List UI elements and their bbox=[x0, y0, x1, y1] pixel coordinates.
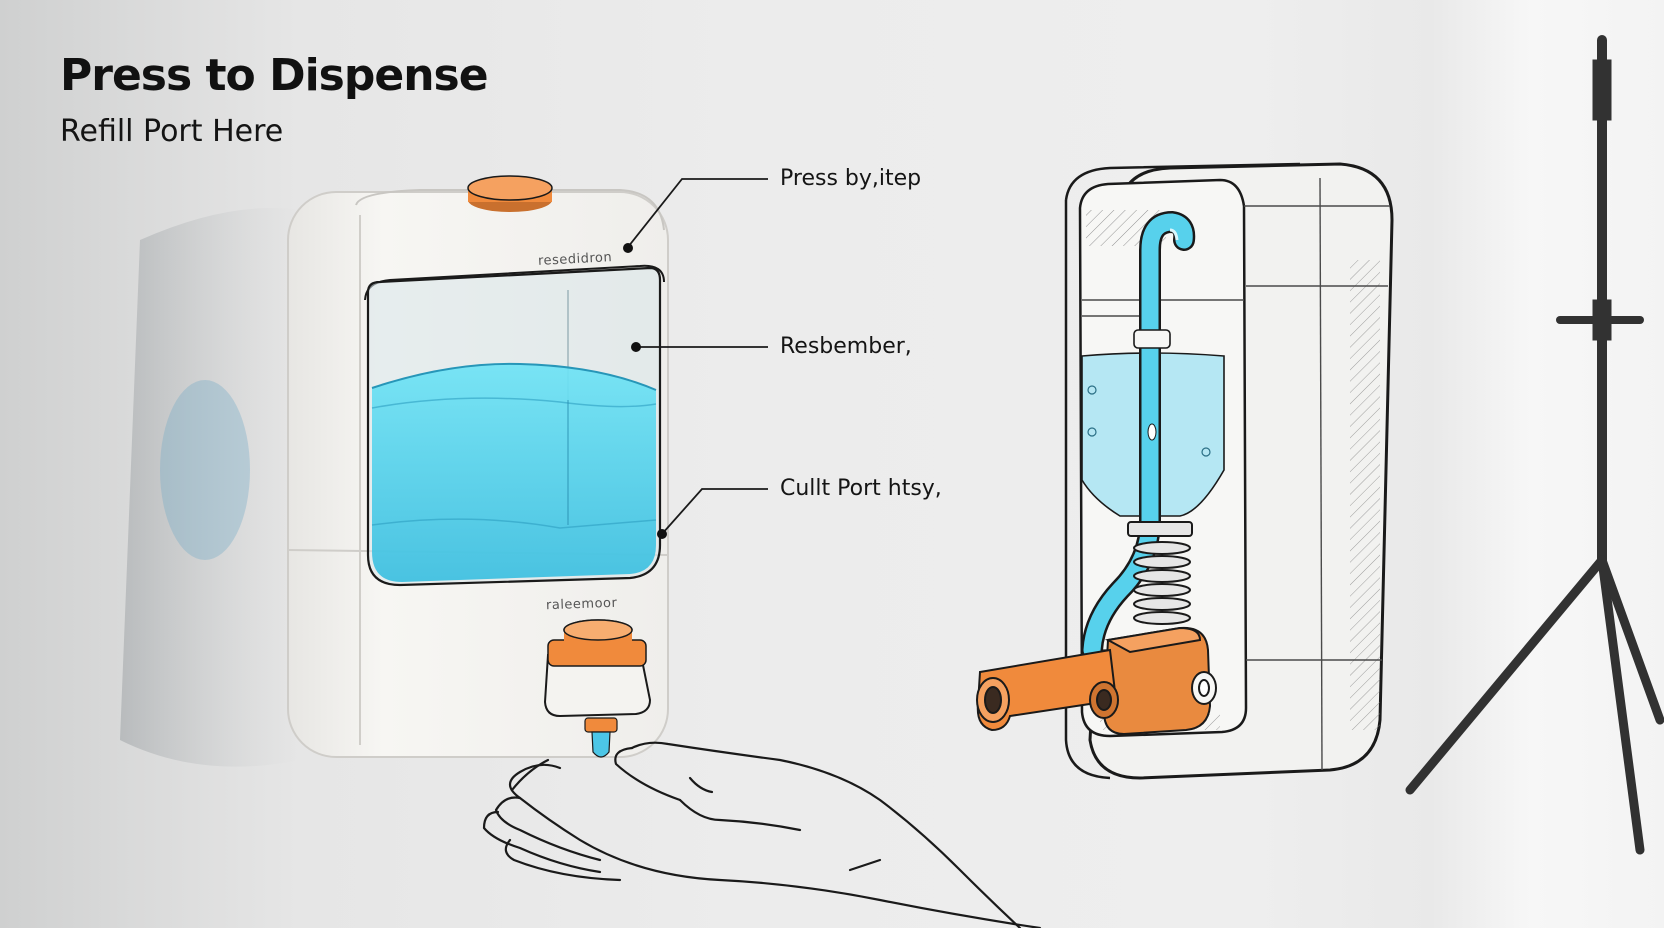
page-title: Press to Dispense bbox=[60, 50, 489, 101]
dispense-nozzle bbox=[543, 619, 652, 758]
page-subtitle: Refill Port Here bbox=[60, 114, 284, 149]
liquid-reservoir bbox=[371, 362, 657, 582]
internal-tube bbox=[1081, 210, 1196, 661]
callout-lines bbox=[627, 178, 768, 535]
cutaway-diagram bbox=[976, 162, 1394, 780]
device-bottom-label: raleemoor bbox=[545, 595, 618, 614]
spring bbox=[1127, 521, 1193, 625]
callout-press-label: Press by,itep bbox=[780, 166, 922, 191]
top-button bbox=[467, 175, 553, 212]
soap-dispenser bbox=[287, 175, 669, 758]
callout-dots bbox=[623, 243, 667, 539]
callout-reservoir-label: Resbember, bbox=[780, 334, 912, 359]
light-stand bbox=[1405, 35, 1664, 855]
wall-shadow bbox=[120, 208, 300, 767]
callout-port-label: Cullt Port htsy, bbox=[780, 476, 942, 501]
pump-nozzle bbox=[976, 626, 1217, 736]
hand-sketch bbox=[482, 741, 1042, 928]
